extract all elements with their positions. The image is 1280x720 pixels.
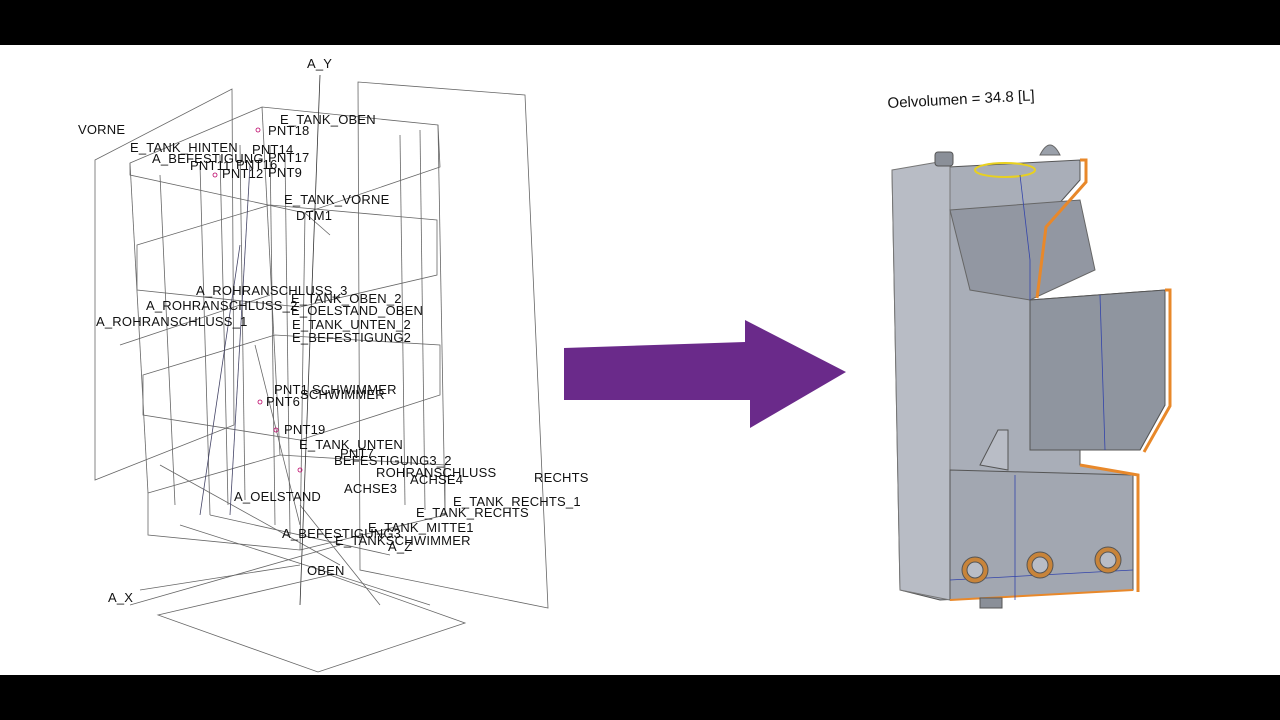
label-vorne: VORNE — [78, 122, 126, 137]
tank-model-view — [891, 144, 1172, 609]
letterbox-top — [0, 0, 1280, 45]
datum-plane-rechts — [357, 81, 549, 609]
label-a-befestigung3: A_BEFESTIGUNG3 — [282, 526, 402, 541]
label-e-tank-rechts: E_TANK_RECHTS — [416, 505, 529, 520]
label-a-rohranschluss-1: A_ROHRANSCHLUSS_1 — [96, 314, 248, 329]
label-e-tank-schwimmer: E_TANKSCHWIMMER — [335, 533, 471, 548]
label-achse4: ACHSE4 — [410, 472, 464, 487]
label-achse3: ACHSE3 — [344, 481, 398, 496]
label-oben: OBEN — [307, 563, 345, 578]
label-e-befestigung2: E_BEFESTIGUNG2 — [292, 330, 412, 345]
label-pnt19: PNT19 — [284, 422, 326, 437]
label-a-rohranschluss-2: A_ROHRANSCHLUSS_2 — [146, 298, 298, 313]
label-e-tank-unten-2: E_TANK_UNTEN_2 — [292, 317, 411, 332]
label-e-oelstand-oben: E_OELSTAND_OBEN — [291, 303, 424, 318]
label-pnt17: PNT17 — [268, 150, 310, 165]
datum-plane-oben — [156, 574, 467, 673]
label-a-x: A_X — [108, 590, 134, 605]
label-pnt9: PNT9 — [268, 165, 303, 180]
datum-plane-vorne — [94, 88, 235, 481]
label-pnt7: PNT7 — [340, 446, 375, 461]
oil-volume-label: Oelvolumen = 34.8 [L] — [887, 87, 1035, 112]
arrow-right-icon — [564, 320, 846, 428]
label-a-oelstand: A_OELSTAND — [234, 489, 322, 504]
label-a-befestigung: A_BEFESTIGUNG — [152, 151, 264, 166]
label-rohranschluss: ROHRANSCHLUSS — [376, 465, 497, 480]
label-schwimmer: SCHWIMMER — [300, 387, 385, 402]
label-e-tank-oben: E_TANK_OBEN — [280, 112, 376, 127]
label-pnt16: PNT16 — [236, 157, 278, 172]
label-rechts: RECHTS — [534, 470, 589, 485]
letterbox-bottom — [0, 675, 1280, 720]
pipe-connectors — [961, 546, 1122, 584]
cad-canvas: A_Y VORNE E_TANK_OBEN PNT18 E_TANK_HINTE… — [0, 45, 1280, 675]
label-e-tank-vorne: E_TANK_VORNE — [284, 192, 390, 207]
wireframe-view — [94, 74, 549, 673]
label-dtm1: DTM1 — [296, 208, 333, 223]
label-e-tank-hinten: E_TANK_HINTEN — [130, 140, 238, 155]
label-pnt12: PNT12 — [222, 166, 264, 181]
label-pnt11: PNT11 — [190, 158, 231, 173]
label-a-y: A_Y — [307, 56, 333, 71]
label-pnt18: PNT18 — [268, 123, 310, 138]
label-e-tank-rechts-1: E_TANK_RECHTS_1 — [453, 494, 581, 509]
label-e-tank-mitte1: E_TANK_MITTE1 — [368, 520, 474, 535]
label-pnt14: PNT14 — [252, 142, 294, 157]
label-e-tank-unten: E_TANK_UNTEN — [299, 437, 404, 452]
label-pnt1-schwimmer: PNT1 SCHWIMMER — [274, 382, 397, 397]
label-a-z: A_Z — [388, 539, 413, 554]
label-befestigung3-2: BEFESTIGUNG3_2 — [334, 453, 452, 468]
label-a-rohranschluss-3: A_ROHRANSCHLUSS_3 — [196, 283, 348, 298]
label-pnt6: PNT6 — [266, 394, 301, 409]
label-e-tank-oben-2: E_TANK_OBEN_2 — [291, 291, 402, 306]
